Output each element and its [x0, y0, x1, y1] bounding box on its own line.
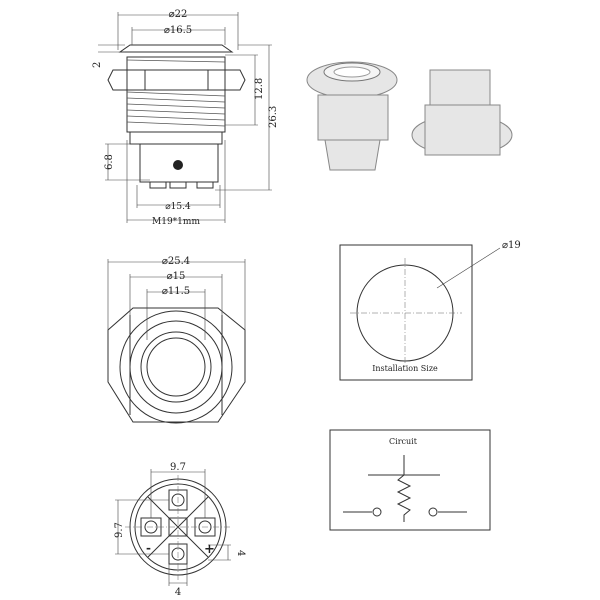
dim-head-height: 2	[92, 62, 103, 68]
installation-size-label: Installation Size	[372, 364, 438, 373]
dim-thread-length: 12.8	[254, 78, 265, 100]
dim-base-diameter: ⌀15.4	[165, 202, 191, 212]
side-view: ⌀22 ⌀16.5 2 12.8 26.3 6.8 ⌀15.4 M19*1mm	[92, 9, 279, 227]
led-indicator	[173, 160, 183, 170]
dim-terminal-length: 6.8	[104, 154, 115, 170]
dim-total-length: 26.3	[268, 106, 279, 128]
dim-head-diameter: ⌀22	[169, 9, 188, 20]
dim-nut-diameter: ⌀25.4	[162, 256, 190, 267]
dim-thread-spec: M19*1mm	[152, 217, 200, 227]
dim-pin-width: 4	[175, 587, 181, 598]
dim-pitch-vertical: 9.7	[114, 522, 125, 538]
dim-button-diameter: ⌀11.5	[162, 286, 190, 297]
product-photo-front	[306, 61, 398, 171]
dim-pin-height: 4	[235, 550, 246, 556]
circuit-panel: Circuit	[329, 429, 491, 531]
dim-ring-diameter: ⌀16.5	[164, 25, 192, 36]
dim-hole-diameter: ⌀19	[502, 240, 521, 251]
dim-pitch-horizontal: 9.7	[170, 462, 186, 473]
product-photo-back	[411, 69, 513, 156]
bottom-view: 9.7 9.7 4 4 - +	[114, 462, 246, 598]
dim-bezel-diameter: ⌀15	[167, 271, 186, 282]
minus-terminal-mark: -	[146, 541, 151, 555]
front-view: ⌀25.4 ⌀15 ⌀11.5	[107, 256, 246, 424]
installation-size-panel: ⌀19 Installation Size	[339, 240, 521, 381]
circuit-label: Circuit	[389, 437, 418, 446]
plus-terminal-mark: +	[204, 542, 215, 557]
